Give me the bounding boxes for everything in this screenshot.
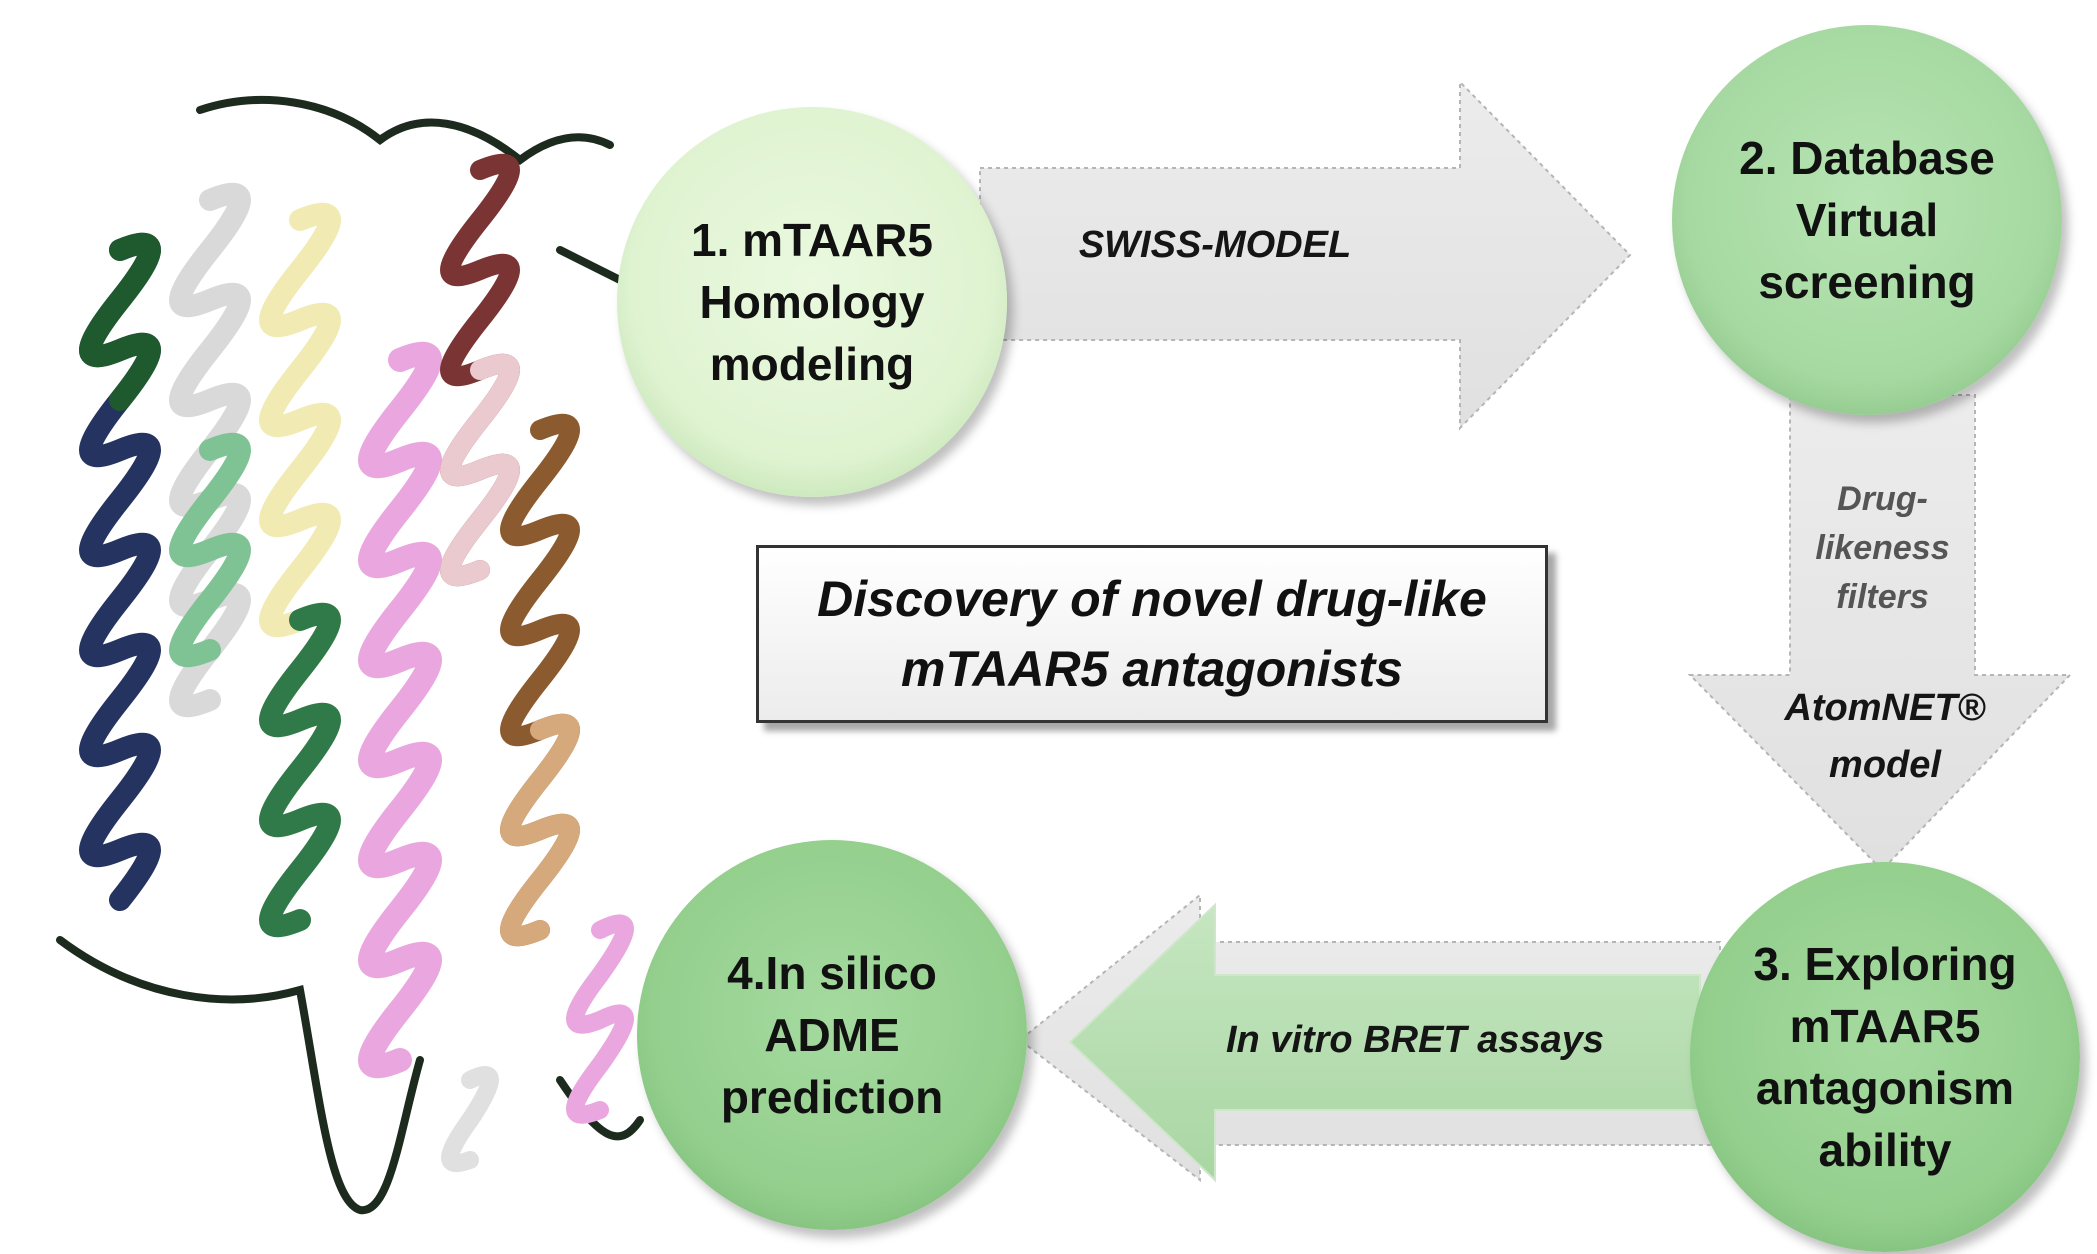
step-2-label: 2. Database Virtual screening <box>1739 132 1995 308</box>
arrow-right-swiss-model <box>979 79 1632 431</box>
step-1-label: 1. mTAAR5 Homology modeling <box>691 214 933 390</box>
diagram-title: Discovery of novel drug-like mTAAR5 anta… <box>817 571 1487 697</box>
step-3-label: 3. Exploring mTAAR5 antagonism ability <box>1753 938 2017 1176</box>
step-2-node: 2. Database Virtual screening <box>1672 25 2062 415</box>
drug-likeness-label: Drug- likeness filters <box>1815 480 1950 616</box>
step-1-node: 1. mTAAR5 Homology modeling <box>617 107 1007 497</box>
step-4-node: 4.In silico ADME prediction <box>637 840 1027 1230</box>
bret-assays-label: In vitro BRET assays <box>1225 1019 1605 1061</box>
arrow-down-screening <box>1687 394 2073 872</box>
atomnet-label: AtomNET® model <box>1784 687 1986 786</box>
step-3-node: 3. Exploring mTAAR5 antagonism ability <box>1690 862 2080 1252</box>
step-4-label: 4.In silico ADME prediction <box>720 947 944 1123</box>
title-box: Discovery of novel drug-like mTAAR5 anta… <box>756 545 1548 723</box>
protein-structure-image <box>56 96 644 1215</box>
arrow-left-bret <box>1068 902 1701 1183</box>
swiss-model-label: SWISS-MODEL <box>1078 224 1352 266</box>
